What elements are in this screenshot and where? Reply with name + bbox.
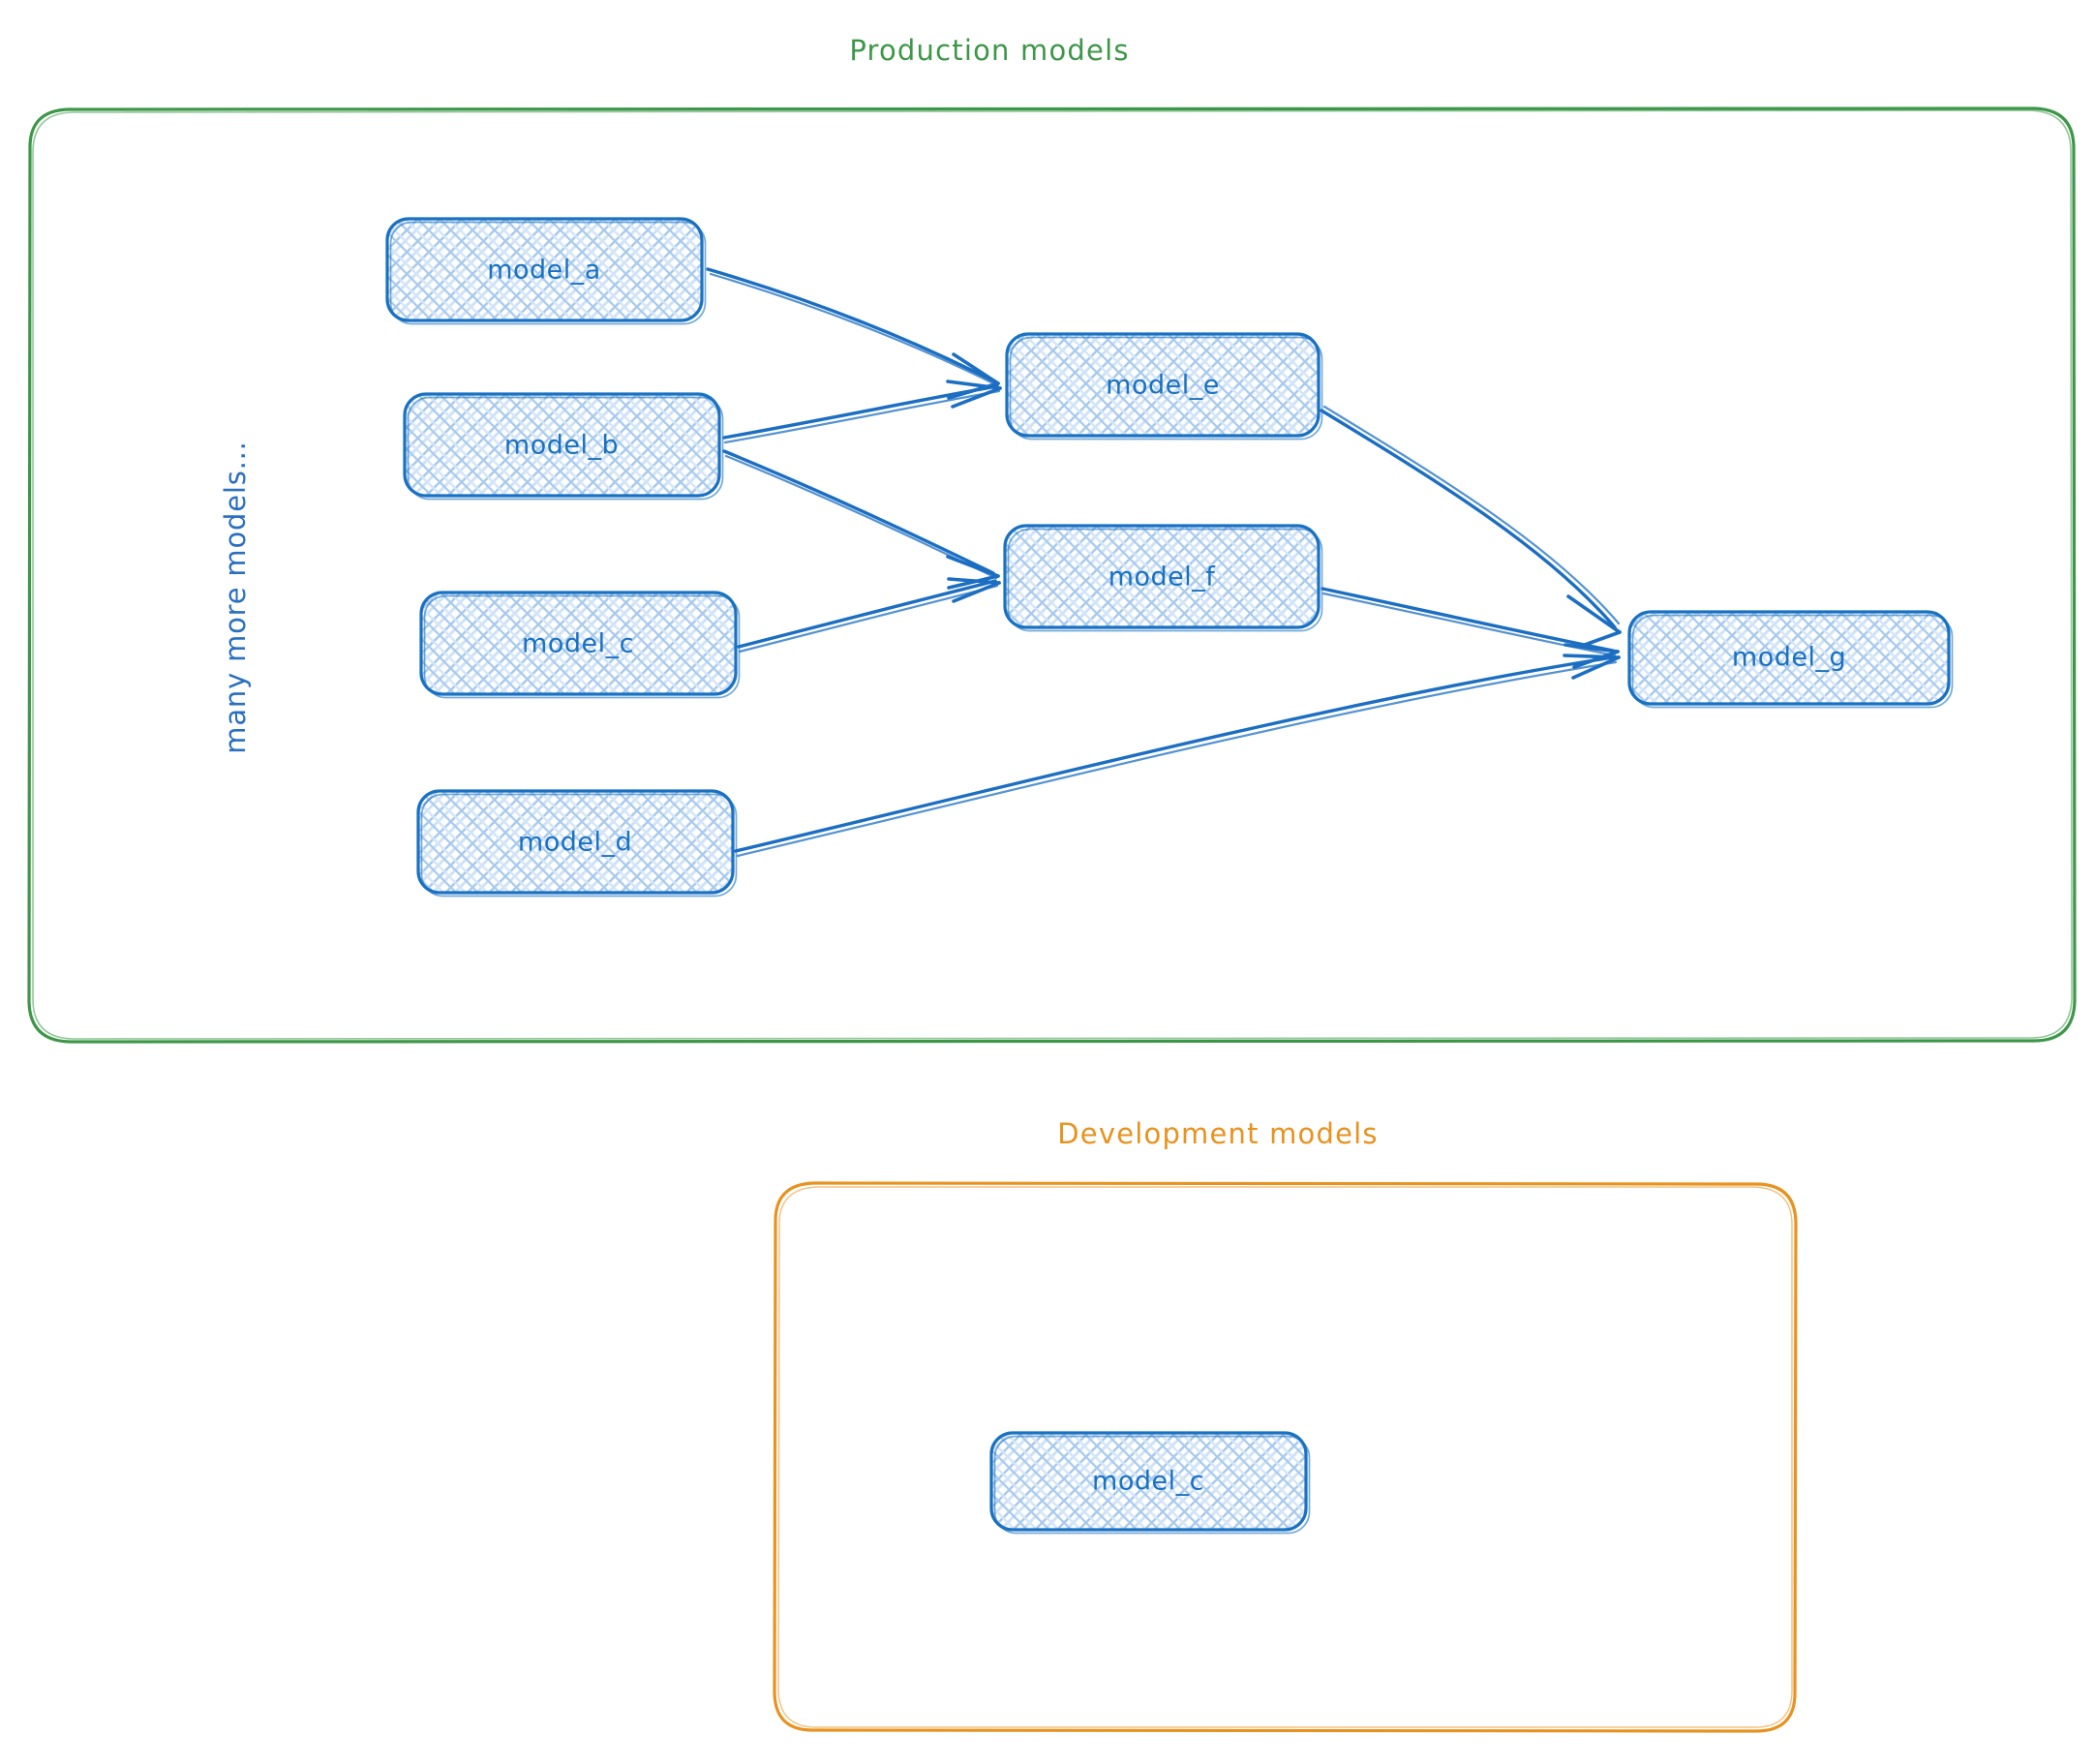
node-model_c-label: model_c xyxy=(522,629,634,659)
node-model_b-fill2 xyxy=(405,394,719,496)
edge-model_d-to-model_g xyxy=(734,654,1621,858)
node-model_a[interactable]: model_a xyxy=(385,217,707,325)
node-model_c-border-sketch xyxy=(423,594,741,699)
node-model_g-border xyxy=(1627,610,1951,706)
node-model_d-border xyxy=(416,789,735,895)
production-group-border-sketch xyxy=(32,109,2073,1040)
node-model_b-border-sketch xyxy=(407,396,724,501)
annotation-many-more-models-label: many more models... xyxy=(219,441,252,753)
node-model_e-border-sketch xyxy=(1009,336,1323,441)
node-model_b-label: model_b xyxy=(504,431,619,461)
node-model_e[interactable]: model_e xyxy=(1005,332,1323,441)
node-model_g-fill2 xyxy=(1629,612,1949,704)
node-model_a-label: model_a xyxy=(487,256,601,286)
node-dev-model_c-border xyxy=(989,1431,1308,1532)
node-model_d-fill2 xyxy=(418,791,733,893)
node-model_f-border xyxy=(1003,524,1321,629)
edge-model_b-to-model_f xyxy=(722,449,1000,590)
node-model_a-fill2 xyxy=(387,219,702,320)
node-model_c[interactable]: model_c xyxy=(419,591,741,699)
development-group-border-sketch xyxy=(777,1186,1793,1728)
node-model_g-label: model_g xyxy=(1732,643,1846,673)
node-dev-model_c[interactable]: model_c xyxy=(989,1431,1311,1535)
development-group-title: Development models xyxy=(1057,1117,1378,1150)
node-model_c-fill2 xyxy=(421,593,736,694)
node-dev-model_c-label: model_c xyxy=(1092,1467,1204,1497)
node-model_d[interactable]: model_d xyxy=(416,789,738,897)
edge-model_e-to-model_g xyxy=(1320,405,1622,647)
node-model_e-border xyxy=(1005,332,1321,438)
node-model_e-fill2 xyxy=(1007,334,1319,436)
production-group-border xyxy=(27,106,2077,1044)
group-production: Production models xyxy=(27,34,2077,1044)
edge-model_b-to-model_e xyxy=(722,380,1002,444)
node-model_a-border xyxy=(385,217,704,322)
node-model_c-border xyxy=(419,591,738,696)
edge-model_c-to-model_f xyxy=(737,577,1001,654)
annotation-many-more-models: many more models... xyxy=(219,441,252,753)
edges-layer xyxy=(706,267,1622,858)
node-model_f-label: model_f xyxy=(1108,563,1217,593)
node-dev-model_c-fill2 xyxy=(991,1433,1306,1530)
node-model_b-border xyxy=(403,392,721,498)
node-model_f-border-sketch xyxy=(1007,528,1323,632)
node-model_g-border-sketch xyxy=(1631,614,1954,709)
group-development: Development models xyxy=(773,1117,1798,1733)
node-model_f[interactable]: model_f xyxy=(1003,524,1323,632)
edge-model_a-to-model_e xyxy=(706,267,1000,400)
node-model_d-border-sketch xyxy=(420,793,738,897)
node-model_b[interactable]: model_b xyxy=(403,392,724,501)
node-dev-model_c-border-sketch xyxy=(993,1435,1311,1535)
node-model_g[interactable]: model_g xyxy=(1627,610,1954,709)
development-group-border xyxy=(773,1181,1798,1733)
node-model_f-fill2 xyxy=(1005,526,1319,627)
production-group-title: Production models xyxy=(849,34,1129,67)
node-model_a-border-sketch xyxy=(389,221,707,325)
node-model_d-label: model_d xyxy=(518,828,632,858)
node-model_e-label: model_e xyxy=(1106,371,1220,401)
